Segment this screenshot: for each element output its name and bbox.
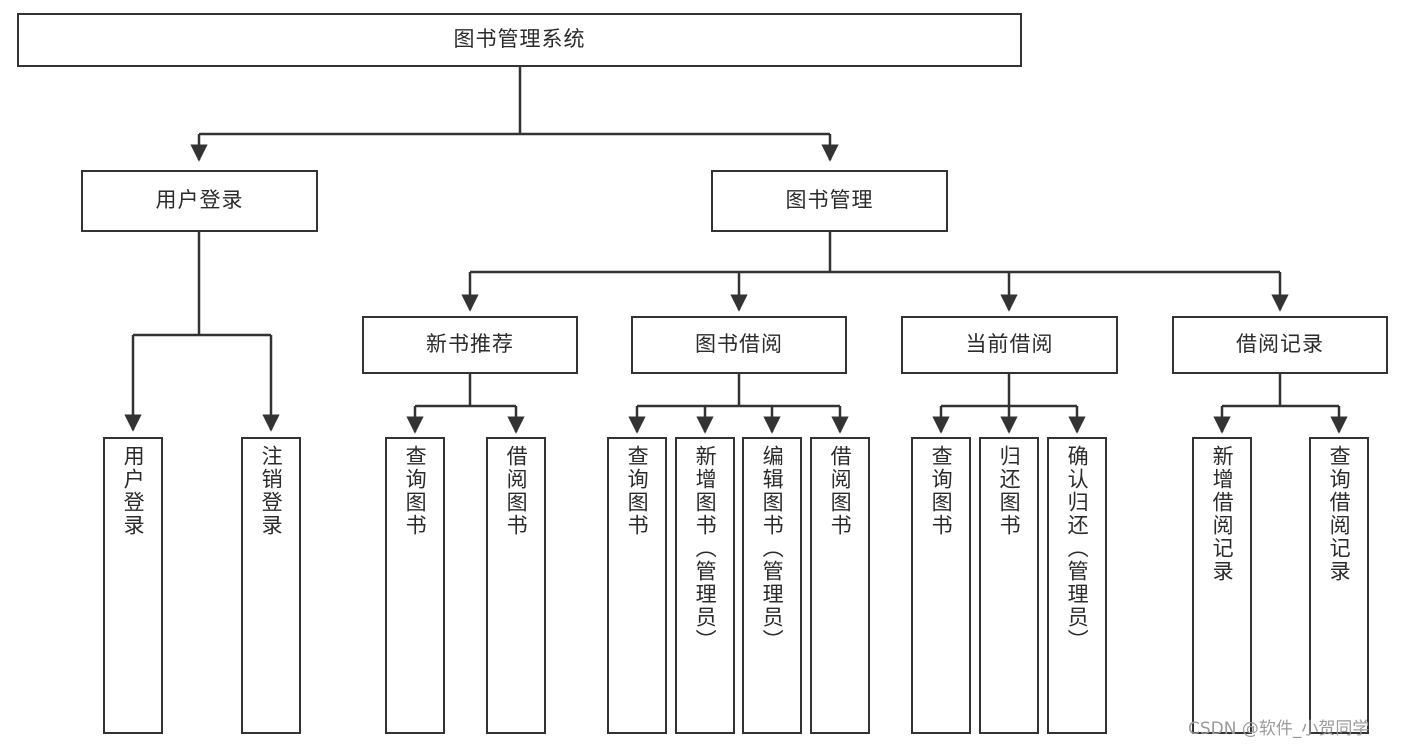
node-current-borrow-label: 当前借阅 [965, 332, 1054, 357]
leaf-label: 确认归还（管理员） [1065, 445, 1090, 652]
leaf-record-query-record[interactable]: 查询借阅记录 [1309, 437, 1369, 734]
node-borrow-record-label: 借阅记录 [1236, 332, 1324, 357]
node-new-book-recommend-label: 新书推荐 [426, 332, 514, 357]
leaf-label: 借阅图书 [828, 445, 853, 537]
leaf-label: 新增借阅记录 [1210, 445, 1235, 583]
watermark: CSDN @软件_小贺同学 [1188, 719, 1370, 739]
leaf-label: 查询图书 [403, 445, 428, 537]
leaf-borrow-borrow-book[interactable]: 借阅图书 [810, 437, 870, 734]
leaf-current-return-book[interactable]: 归还图书 [979, 437, 1039, 734]
node-user-login[interactable]: 用户登录 [81, 170, 318, 232]
node-book-management[interactable]: 图书管理 [711, 170, 948, 232]
leaf-borrow-edit-book[interactable]: 编辑图书（管理员） [742, 437, 802, 734]
leaf-record-add-record[interactable]: 新增借阅记录 [1192, 437, 1252, 734]
leaf-label: 查询图书 [625, 445, 650, 537]
node-root-label: 图书管理系统 [453, 27, 586, 52]
leaf-current-query-book[interactable]: 查询图书 [911, 437, 971, 734]
leaf-user-login-logout[interactable]: 注销登录 [241, 437, 301, 734]
leaf-recommend-query-book[interactable]: 查询图书 [385, 437, 445, 734]
node-user-login-label: 用户登录 [155, 188, 244, 213]
node-book-borrow[interactable]: 图书借阅 [631, 316, 847, 374]
leaf-label: 注销登录 [259, 445, 284, 537]
leaf-label: 新增图书（管理员） [693, 445, 718, 652]
leaf-current-confirm-return[interactable]: 确认归还（管理员） [1047, 437, 1107, 734]
node-book-management-label: 图书管理 [785, 188, 874, 213]
leaf-label: 编辑图书（管理员） [760, 445, 785, 652]
leaf-borrow-query-book[interactable]: 查询图书 [607, 437, 667, 734]
node-book-borrow-label: 图书借阅 [695, 332, 783, 357]
leaf-label: 查询图书 [929, 445, 954, 537]
leaf-recommend-borrow-book[interactable]: 借阅图书 [486, 437, 546, 734]
leaf-label: 用户登录 [121, 445, 146, 537]
node-current-borrow[interactable]: 当前借阅 [901, 316, 1118, 374]
node-borrow-record[interactable]: 借阅记录 [1172, 316, 1388, 374]
leaf-label: 借阅图书 [504, 445, 529, 537]
node-new-book-recommend[interactable]: 新书推荐 [362, 316, 578, 374]
leaf-label: 查询借阅记录 [1327, 445, 1352, 583]
leaf-user-login-login[interactable]: 用户登录 [103, 437, 163, 734]
node-root[interactable]: 图书管理系统 [17, 13, 1022, 67]
leaf-borrow-add-book[interactable]: 新增图书（管理员） [675, 437, 735, 734]
leaf-label: 归还图书 [997, 445, 1022, 537]
